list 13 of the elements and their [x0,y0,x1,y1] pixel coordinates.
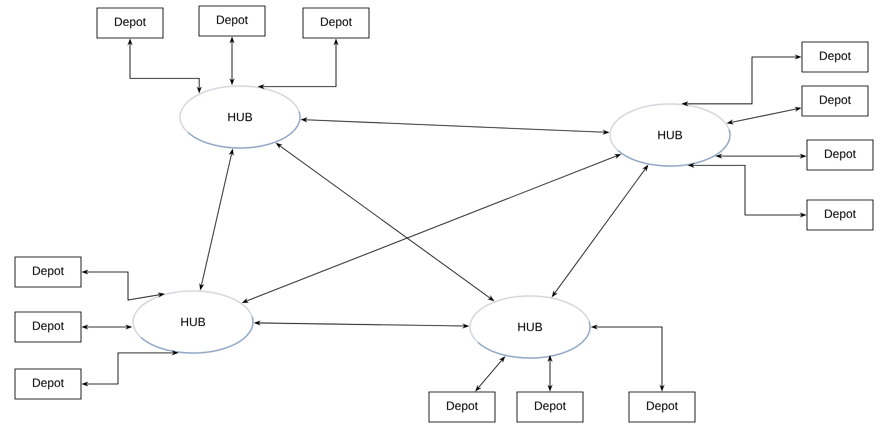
depot-box: Depot [14,312,82,342]
depot-box: Depot [428,392,496,422]
depot-box: Depot [806,200,874,230]
depot-box: Depot [802,42,868,72]
depot-box: Depot [302,8,370,38]
depot-box: Depot [14,368,82,400]
depot-box: Depot [14,256,82,288]
depot-box: Depot [516,392,584,422]
depot-box: Depot [802,86,868,116]
depot-box: Depot [198,6,266,36]
depot-box: Depot [628,392,696,422]
depot-box: Depot [96,8,164,38]
depot-box: Depot [806,140,874,170]
